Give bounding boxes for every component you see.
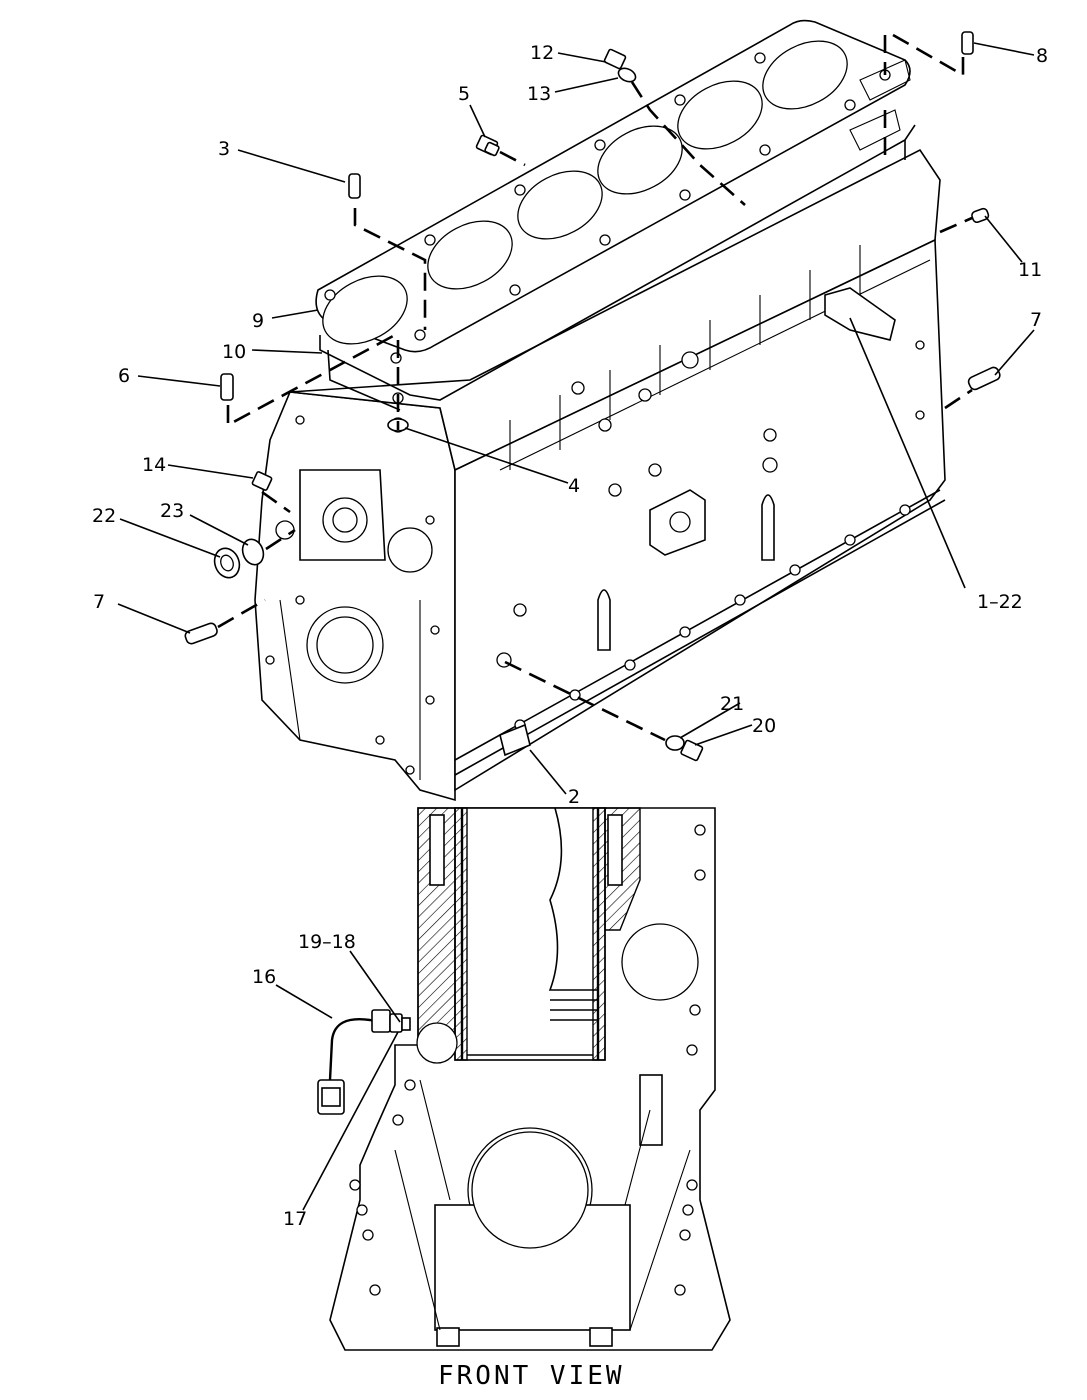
- callout-16: 16: [252, 966, 276, 988]
- head-gasket: [315, 19, 911, 353]
- callout-1-22: 1–22: [977, 591, 1023, 613]
- callout-8: 8: [1036, 45, 1048, 67]
- callout-12: 12: [530, 42, 554, 64]
- callout-9: 9: [252, 310, 264, 332]
- isometric-block-view: [184, 19, 1001, 802]
- seal-13: [617, 67, 637, 83]
- callout-13: 13: [527, 83, 551, 105]
- dowel-7-rear: [967, 366, 1001, 391]
- callout-6: 6: [118, 365, 130, 387]
- callout-19-18: 19–18: [298, 931, 356, 953]
- dowel-11: [971, 207, 990, 224]
- plug-12: [603, 48, 627, 70]
- stiffener-2: [499, 723, 531, 757]
- plug-14: [251, 471, 273, 491]
- seal-21: [665, 735, 685, 751]
- callout-20: 20: [752, 715, 776, 737]
- callout-10: 10: [222, 341, 246, 363]
- assembly-lines: [217, 33, 973, 742]
- leader-lines: [117, 42, 1035, 1211]
- seal-23: [241, 538, 265, 566]
- front-view-caption: FRONT VIEW: [438, 1361, 625, 1391]
- callout-5: 5: [458, 83, 470, 105]
- plug-5: [475, 134, 500, 157]
- dowel-7-front: [184, 622, 218, 645]
- plug-22: [213, 547, 241, 579]
- callouts: 3 5 12 13 8 9 10 6 4 14 22 23 7 11 7 1–2…: [92, 42, 1048, 1230]
- callout-23: 23: [160, 500, 184, 522]
- callout-3: 3: [218, 138, 230, 160]
- callout-11: 11: [1018, 259, 1042, 281]
- callout-17: 17: [283, 1208, 307, 1230]
- cylinder-block: [254, 148, 946, 802]
- callout-4: 4: [568, 475, 580, 497]
- callout-7-front: 7: [93, 591, 105, 613]
- dowel-3: [348, 173, 361, 199]
- dowel-8: [961, 31, 974, 55]
- plug-20: [680, 739, 704, 762]
- callout-22: 22: [92, 505, 116, 527]
- callout-14: 14: [142, 454, 166, 476]
- callout-7-rear: 7: [1030, 309, 1042, 331]
- callout-2: 2: [568, 786, 580, 808]
- oil-pressure-sensor: [317, 1009, 411, 1115]
- callout-21: 21: [720, 693, 744, 715]
- dowel-6: [220, 373, 234, 401]
- front-view: [317, 807, 731, 1351]
